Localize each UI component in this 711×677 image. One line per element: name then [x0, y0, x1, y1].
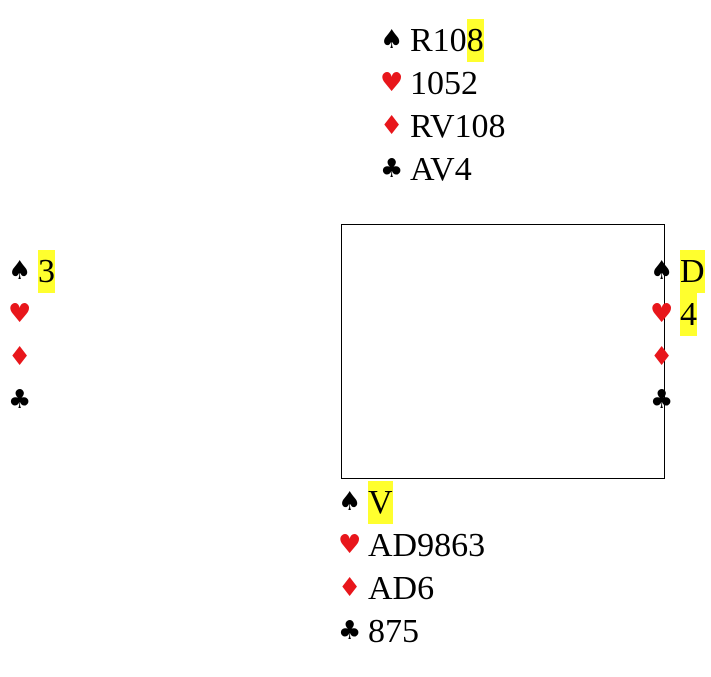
- west-diamonds-row: ♦: [8, 336, 55, 379]
- east-spades-row: ♠D: [650, 250, 705, 293]
- club-icon: ♣: [338, 616, 362, 646]
- spade-icon: ♠: [338, 487, 362, 517]
- north-spades-highlighted-card: 8: [466, 19, 484, 62]
- spade-icon: ♠: [8, 256, 32, 286]
- heart-icon: ♥: [8, 299, 32, 329]
- south-hearts-row: ♥AD9863: [338, 524, 485, 567]
- spade-icon: ♠: [380, 25, 404, 55]
- south-diamonds-cards: AD6: [368, 570, 435, 607]
- heart-icon: ♥: [380, 68, 404, 98]
- club-icon: ♣: [380, 154, 404, 184]
- diamond-icon: ♦: [338, 573, 362, 603]
- east-diamonds-row: ♦: [650, 336, 705, 379]
- west-hearts-row: ♥: [8, 293, 55, 336]
- west-spades-highlighted-card: 3: [38, 250, 55, 293]
- north-hearts-cards: 1052: [410, 65, 478, 102]
- east-hand: ♠D ♥4 ♦ ♣: [650, 250, 705, 422]
- north-diamonds-row: ♦RV108: [380, 105, 506, 148]
- north-clubs-cards: AV4: [410, 151, 472, 188]
- south-hand: ♠V ♥AD9863 ♦AD6 ♣875: [338, 481, 485, 653]
- south-clubs-cards: 875: [368, 613, 419, 650]
- diamond-icon: ♦: [380, 111, 404, 141]
- east-hearts-row: ♥4: [650, 293, 705, 336]
- north-spades-cards: R10: [410, 22, 467, 59]
- south-diamonds-row: ♦AD6: [338, 567, 485, 610]
- heart-icon: ♥: [338, 530, 362, 560]
- south-spades-row: ♠V: [338, 481, 485, 524]
- south-spades-highlighted-card: V: [368, 481, 393, 524]
- diamond-icon: ♦: [8, 342, 32, 372]
- west-spades-row: ♠3: [8, 250, 55, 293]
- east-clubs-row: ♣: [650, 379, 705, 422]
- card-table: [341, 224, 665, 479]
- north-hearts-row: ♥1052: [380, 62, 506, 105]
- south-clubs-row: ♣875: [338, 610, 485, 653]
- north-clubs-row: ♣AV4: [380, 148, 506, 191]
- spade-icon: ♠: [650, 256, 674, 286]
- heart-icon: ♥: [650, 299, 674, 329]
- north-diamonds-cards: RV108: [410, 108, 506, 145]
- club-icon: ♣: [8, 385, 32, 415]
- east-spades-highlighted-card: D: [680, 250, 705, 293]
- south-hearts-cards: AD9863: [368, 527, 486, 564]
- west-hand: ♠3 ♥ ♦ ♣: [8, 250, 55, 422]
- club-icon: ♣: [650, 385, 674, 415]
- west-clubs-row: ♣: [8, 379, 55, 422]
- diamond-icon: ♦: [650, 342, 674, 372]
- east-hearts-highlighted-card: 4: [680, 293, 697, 336]
